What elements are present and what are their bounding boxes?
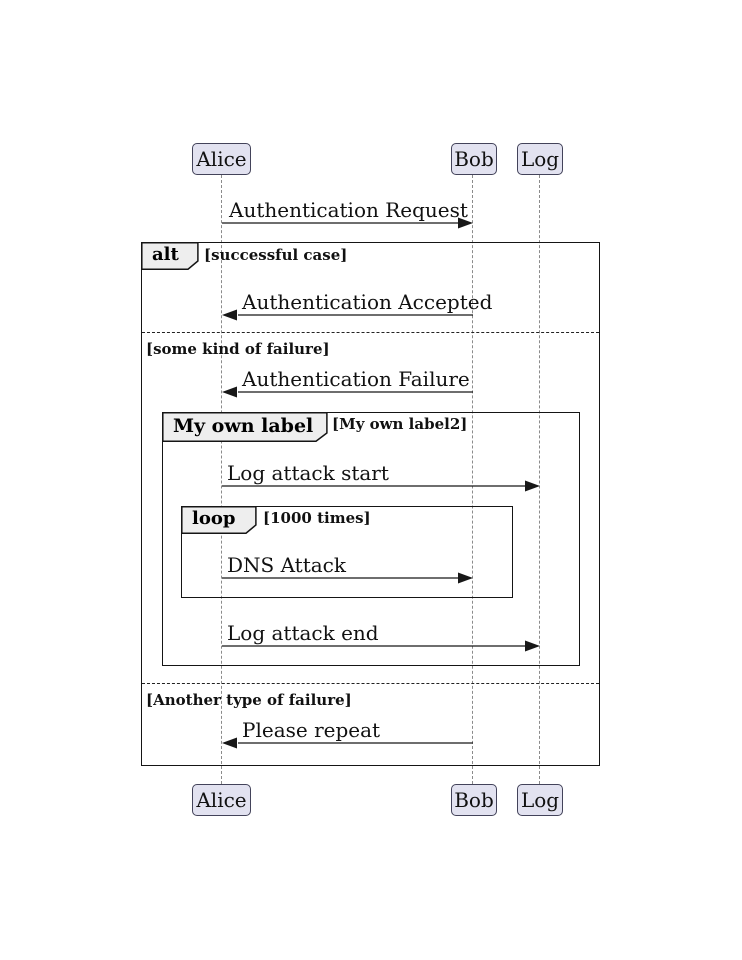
group-fragment-box: [162, 412, 580, 666]
alt-guard-some-kind-of-failure: [some kind of failure]: [146, 340, 330, 358]
alt-operator-label: alt: [141, 242, 199, 270]
alt-guard-another-type-of-failure: [Another type of failure]: [146, 691, 352, 709]
loop-pentagon-shape: [181, 506, 257, 534]
lifeline-log: [539, 175, 540, 784]
alt-divider-1: [142, 332, 599, 333]
participant-bob-bottom-label: Bob: [454, 788, 494, 812]
loop-operator-text: loop: [192, 508, 236, 529]
message-authentication-failure: Authentication Failure: [242, 367, 470, 391]
loop-fragment-box: [181, 506, 513, 598]
participant-alice-bottom-label: Alice: [196, 788, 247, 812]
alt-pentagon-shape: [141, 242, 199, 270]
participant-bob-top-label: Bob: [454, 147, 494, 171]
group-pentagon-shape: [162, 412, 328, 442]
alt-divider-2: [142, 683, 599, 684]
alt-operator-text: alt: [152, 244, 179, 265]
group-guard-label: [My own label2]: [332, 415, 468, 433]
participant-log-bottom-label: Log: [520, 788, 560, 812]
message-log-attack-end: Log attack end: [227, 621, 379, 645]
alt-fragment-box: [141, 242, 600, 766]
lifeline-bob: [472, 175, 473, 784]
participant-log-bottom: Log: [517, 784, 563, 816]
message-please-repeat: Please repeat: [242, 718, 381, 742]
participant-bob-top: Bob: [451, 143, 497, 175]
participant-log-top: Log: [517, 143, 563, 175]
loop-operator-label: loop: [181, 506, 257, 534]
participant-log-top-label: Log: [520, 147, 560, 171]
participant-alice-top-label: Alice: [196, 147, 247, 171]
message-authentication-request: Authentication Request: [229, 198, 468, 222]
lifeline-alice: [221, 175, 222, 784]
participant-alice-bottom: Alice: [192, 784, 251, 816]
group-operator-label: My own label: [162, 412, 328, 442]
alt-guard-successful-case: [successful case]: [204, 246, 348, 264]
message-log-attack-start: Log attack start: [227, 461, 389, 485]
loop-guard-label: [1000 times]: [263, 509, 371, 527]
message-dns-attack: DNS Attack: [227, 553, 347, 577]
message-authentication-accepted: Authentication Accepted: [242, 290, 493, 314]
participant-bob-bottom: Bob: [451, 784, 497, 816]
group-operator-text: My own label: [173, 415, 314, 437]
participant-alice-top: Alice: [192, 143, 251, 175]
